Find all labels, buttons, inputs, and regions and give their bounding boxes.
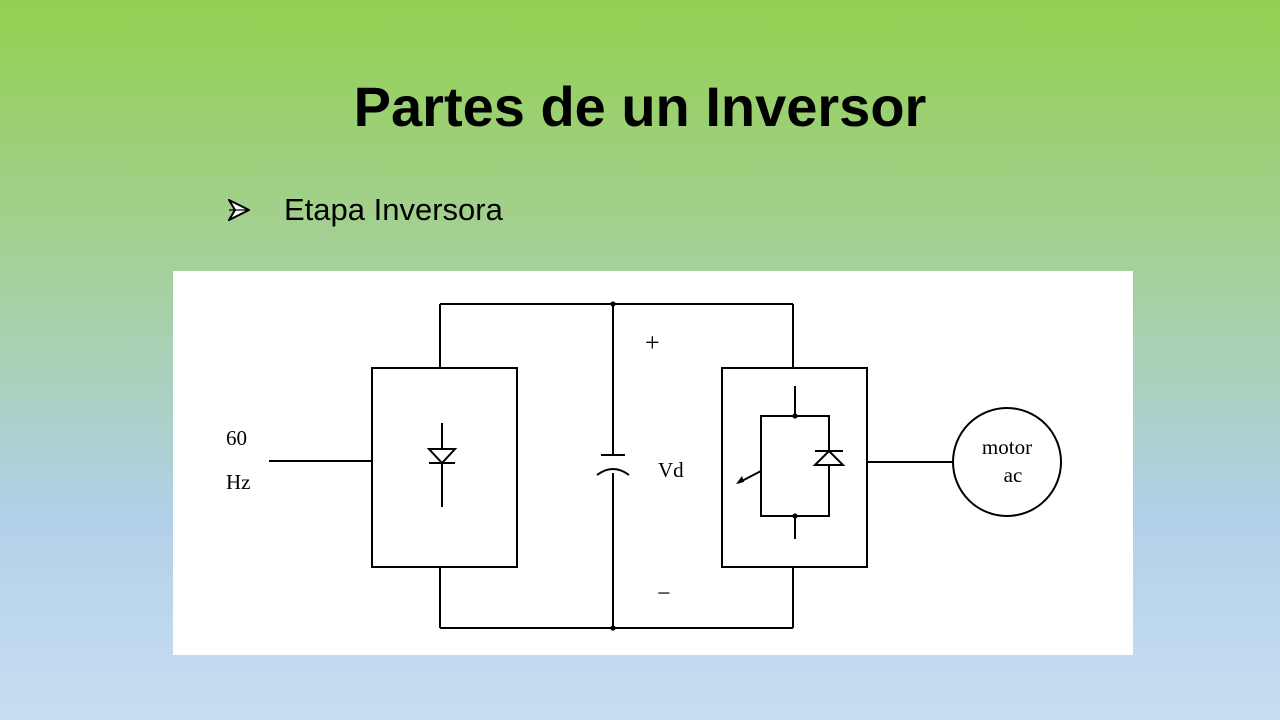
dc-minus-label: − (657, 581, 671, 607)
inverter-circuit-diagram: 60 Hz + − Vd motor ac (173, 271, 1133, 655)
motor-label-bottom: ac (1004, 463, 1023, 487)
inverter-diode-icon (812, 449, 846, 466)
inverter-block (721, 367, 868, 568)
capacitor-curved-plate (596, 468, 630, 476)
rectifier-diode-icon (426, 448, 458, 465)
bullet-item: Etapa Inversora (228, 192, 503, 228)
dc-voltage-label: Vd (658, 458, 684, 482)
arrowhead-bullet-icon (228, 199, 250, 221)
switch-arrowhead (736, 476, 744, 484)
slide-title: Partes de un Inversor (353, 75, 927, 138)
motor-label-top: motor (982, 435, 1032, 459)
input-frequency-value: 60 (226, 426, 247, 450)
input-frequency-unit: Hz (226, 470, 251, 494)
bullet-text: Etapa Inversora (284, 192, 503, 227)
motor (952, 407, 1062, 517)
rectifier-block (371, 367, 518, 568)
dc-plus-label: + (645, 328, 660, 357)
